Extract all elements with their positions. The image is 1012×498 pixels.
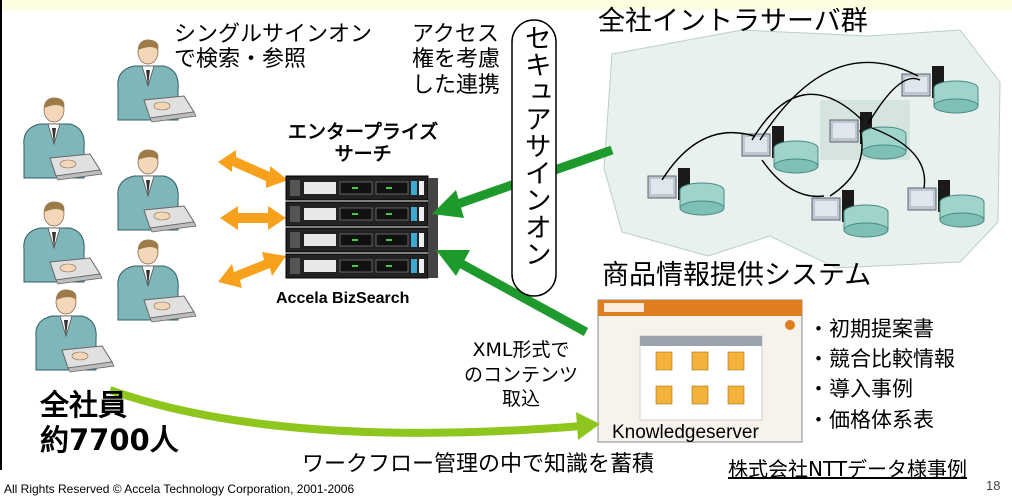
businessman-laptop-icon <box>117 149 197 233</box>
feature-item: ・導入事例 <box>808 377 913 402</box>
access-linkage-label: アクセス 権を考慮 した連携 <box>412 22 501 98</box>
feature-item: ・価格体系表 <box>808 407 934 432</box>
page-number: 18 <box>986 478 1001 493</box>
businessman-laptop-icon <box>35 289 115 373</box>
orange-arrow-3 <box>218 252 286 288</box>
secure-signon-label: セキュアサインオン <box>519 24 551 267</box>
feature-item: ・初期提案書 <box>808 317 934 341</box>
feature-item: ・競合比較情報 <box>808 347 955 372</box>
left-rule <box>0 0 2 470</box>
workflow-arrow <box>108 386 600 440</box>
workflow-note-label: ワークフロー管理の中で知識を蓄積 <box>302 452 655 477</box>
network-links <box>661 61 926 198</box>
businessman-laptop-icon <box>117 239 197 323</box>
orange-arrow-2 <box>220 206 286 230</box>
server-rack-side <box>428 178 438 278</box>
server-rack-icon <box>285 227 429 253</box>
server-rack-icon <box>285 201 429 227</box>
businessman-laptop-icon <box>23 97 103 181</box>
businessman-laptop-icon <box>23 201 103 285</box>
customer-case-label: 株式会社NTTデータ様事例 <box>728 457 968 481</box>
copyright-footer: All Rights Reserved © Accela Technology … <box>4 482 355 496</box>
top-band <box>0 0 1012 10</box>
xml-import-label: XML形式で のコンテンツ 取込 <box>464 339 579 411</box>
product-info-system-title: 商品情報提供システム <box>602 260 872 291</box>
enterprise-search-label: エンタープライズ サーチ <box>288 121 439 165</box>
orange-arrow-1 <box>218 150 288 188</box>
all-employees-label: 全社員 約7700人 <box>40 388 179 457</box>
intranet-servers-title: 全社イントラサーバ群 <box>598 6 868 37</box>
search-arrows <box>218 150 288 288</box>
sso-search-label: シングルサインオン で検索・参照 <box>174 22 373 73</box>
server-rack-icon <box>285 175 429 201</box>
feature-list: ・初期提案書 ・競合比較情報 ・導入事例 ・価格体系表 <box>808 314 955 435</box>
secure-signon-capsule <box>511 19 557 297</box>
product-name-label: Accela BizSearch <box>276 290 410 307</box>
server-rack-icon <box>285 253 429 279</box>
knowledgeserver-screenshot <box>597 299 803 443</box>
knowledgeserver-label: Knowledgeserver <box>612 422 759 443</box>
